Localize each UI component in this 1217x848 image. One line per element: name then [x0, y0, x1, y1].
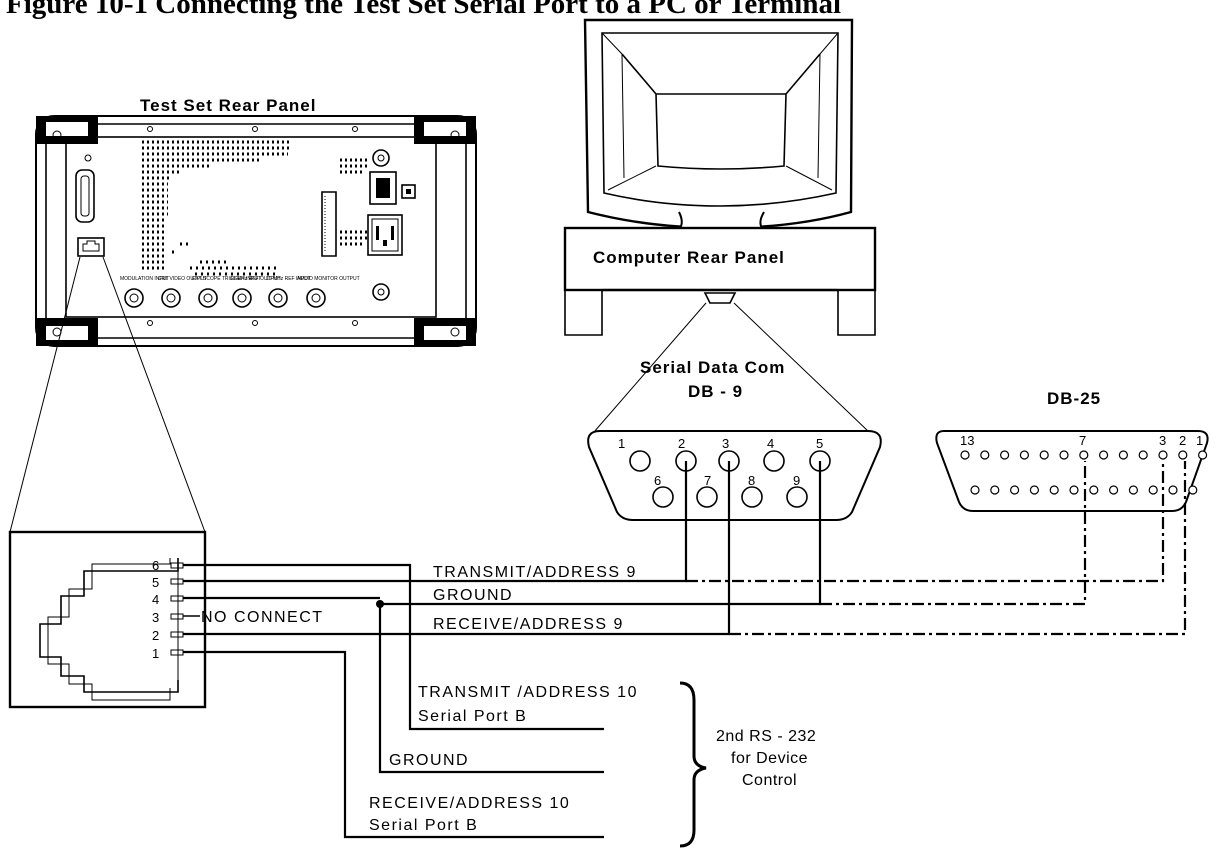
db9-pin-4: 4 [767, 436, 774, 451]
db25-pin-3: 3 [1159, 433, 1166, 448]
bnc-label-6: AUDIO MONITOR OUTPUT [297, 276, 360, 282]
db25-hole [1039, 450, 1049, 460]
db25-hole [980, 450, 990, 460]
db25-hole [1197, 450, 1208, 460]
bnc-label-4: 10 MHz REF OUTPUT [230, 276, 281, 282]
db25-hole [1168, 485, 1178, 495]
db25-hole [1069, 485, 1079, 495]
rj11-pin-1: 1 [152, 646, 159, 661]
db25-pin-13: 13 [960, 433, 974, 448]
db25-hole [1128, 485, 1139, 495]
db25-hole [1089, 485, 1099, 495]
db9-pin-7: 7 [704, 473, 711, 488]
db9-pin-2: 2 [678, 436, 685, 451]
db9-pin-6: 6 [654, 473, 661, 488]
db9-subtitle: DB - 9 [688, 382, 743, 401]
db9-pin-9: 9 [793, 473, 800, 488]
port-b-receive-label: RECEIVE/ADDRESS 10 [369, 795, 570, 812]
port-b-transmit-sub: Serial Port B [418, 708, 527, 725]
bnc-label-1: MODULATION INPUT [120, 276, 169, 282]
rj11-zoom-lines [9, 256, 206, 533]
rj11-pin-5: 5 [152, 575, 159, 590]
db25-hole [1019, 450, 1030, 460]
db9-pin-3: 3 [722, 436, 729, 451]
bnc-label-3: EXT SCOPE TRIGGER INPUT [192, 276, 261, 282]
db25-pin-7: 7 [1079, 433, 1086, 448]
db25-connector: DB-25 13 7 3 2 1 [935, 389, 1209, 512]
db25-title: DB-25 [1047, 389, 1101, 408]
no-connect-label: NO CONNECT [201, 609, 324, 626]
wires [183, 461, 1187, 839]
bnc-label-5: 10 MHz REF INPUT [266, 276, 311, 282]
db25-hole [1059, 450, 1069, 460]
wire-label-receive: RECEIVE/ADDRESS 9 [433, 616, 624, 633]
db25-pin-1: 1 [1196, 433, 1203, 448]
db25-hole [1178, 450, 1188, 460]
db25-hole [990, 485, 1000, 495]
db25-hole [1118, 450, 1129, 460]
port-b-receive-sub: Serial Port B [369, 817, 478, 834]
db9-pin-1: 1 [618, 436, 625, 451]
db25-hole [1049, 485, 1059, 495]
db25-hole [1029, 485, 1040, 495]
figure-title: Figure 10-1 Connecting the Test Set Seri… [6, 0, 842, 20]
rj11-pin-2: 2 [152, 628, 159, 643]
db25-hole [1158, 450, 1168, 460]
db9-pin-5: 5 [816, 436, 823, 451]
rj11-pin-4: 4 [152, 592, 159, 607]
rs232-line-2: for Device [731, 750, 808, 767]
bnc-connectors [124, 288, 326, 308]
db25-hole [1148, 485, 1158, 495]
db25-pin-holes [960, 450, 1208, 495]
db9-zoom-lines [593, 302, 870, 433]
db9-title: Serial Data Com [640, 358, 785, 377]
computer-panel-title: Computer Rear Panel [593, 248, 785, 267]
db25-hole [999, 450, 1010, 460]
db25-hole [1009, 485, 1020, 495]
rs232-line-1: 2nd RS - 232 [716, 728, 816, 745]
port-b-transmit-label: TRANSMIT /ADDRESS 10 [418, 684, 638, 701]
brace [679, 681, 707, 848]
db25-hole [1098, 450, 1109, 460]
db25-hole [970, 485, 980, 495]
db25-hole [1079, 450, 1089, 460]
rj11-connector: 6 5 4 3 2 1 [8, 530, 207, 709]
wire-label-transmit: TRANSMIT/ADDRESS 9 [433, 564, 637, 581]
db9-connector: Serial Data Com DB - 9 1 2 3 4 5 6 7 8 9 [587, 358, 882, 521]
bnc-label-2: CRT VIDEO OUTPUT [158, 276, 207, 282]
rj11-pin-6: 6 [152, 558, 159, 573]
test-set-panel-title: Test Set Rear Panel [140, 96, 316, 115]
db25-hole [1138, 450, 1148, 460]
computer: Computer Rear Panel [563, 18, 877, 336]
db25-pin-2: 2 [1179, 433, 1186, 448]
rj11-pin-contacts [170, 562, 184, 656]
db25-hole [1188, 485, 1198, 495]
wire-label-ground: GROUND [433, 587, 513, 604]
port-b-ground-label: GROUND [389, 752, 469, 769]
db9-pin-8: 8 [748, 473, 755, 488]
rj11-pin-3: 3 [152, 610, 159, 625]
db25-hole [960, 450, 970, 460]
db25-hole [1108, 485, 1119, 495]
rs232-line-3: Control [742, 772, 797, 789]
test-set-rear-panel: Test Set Rear Panel [35, 96, 477, 347]
